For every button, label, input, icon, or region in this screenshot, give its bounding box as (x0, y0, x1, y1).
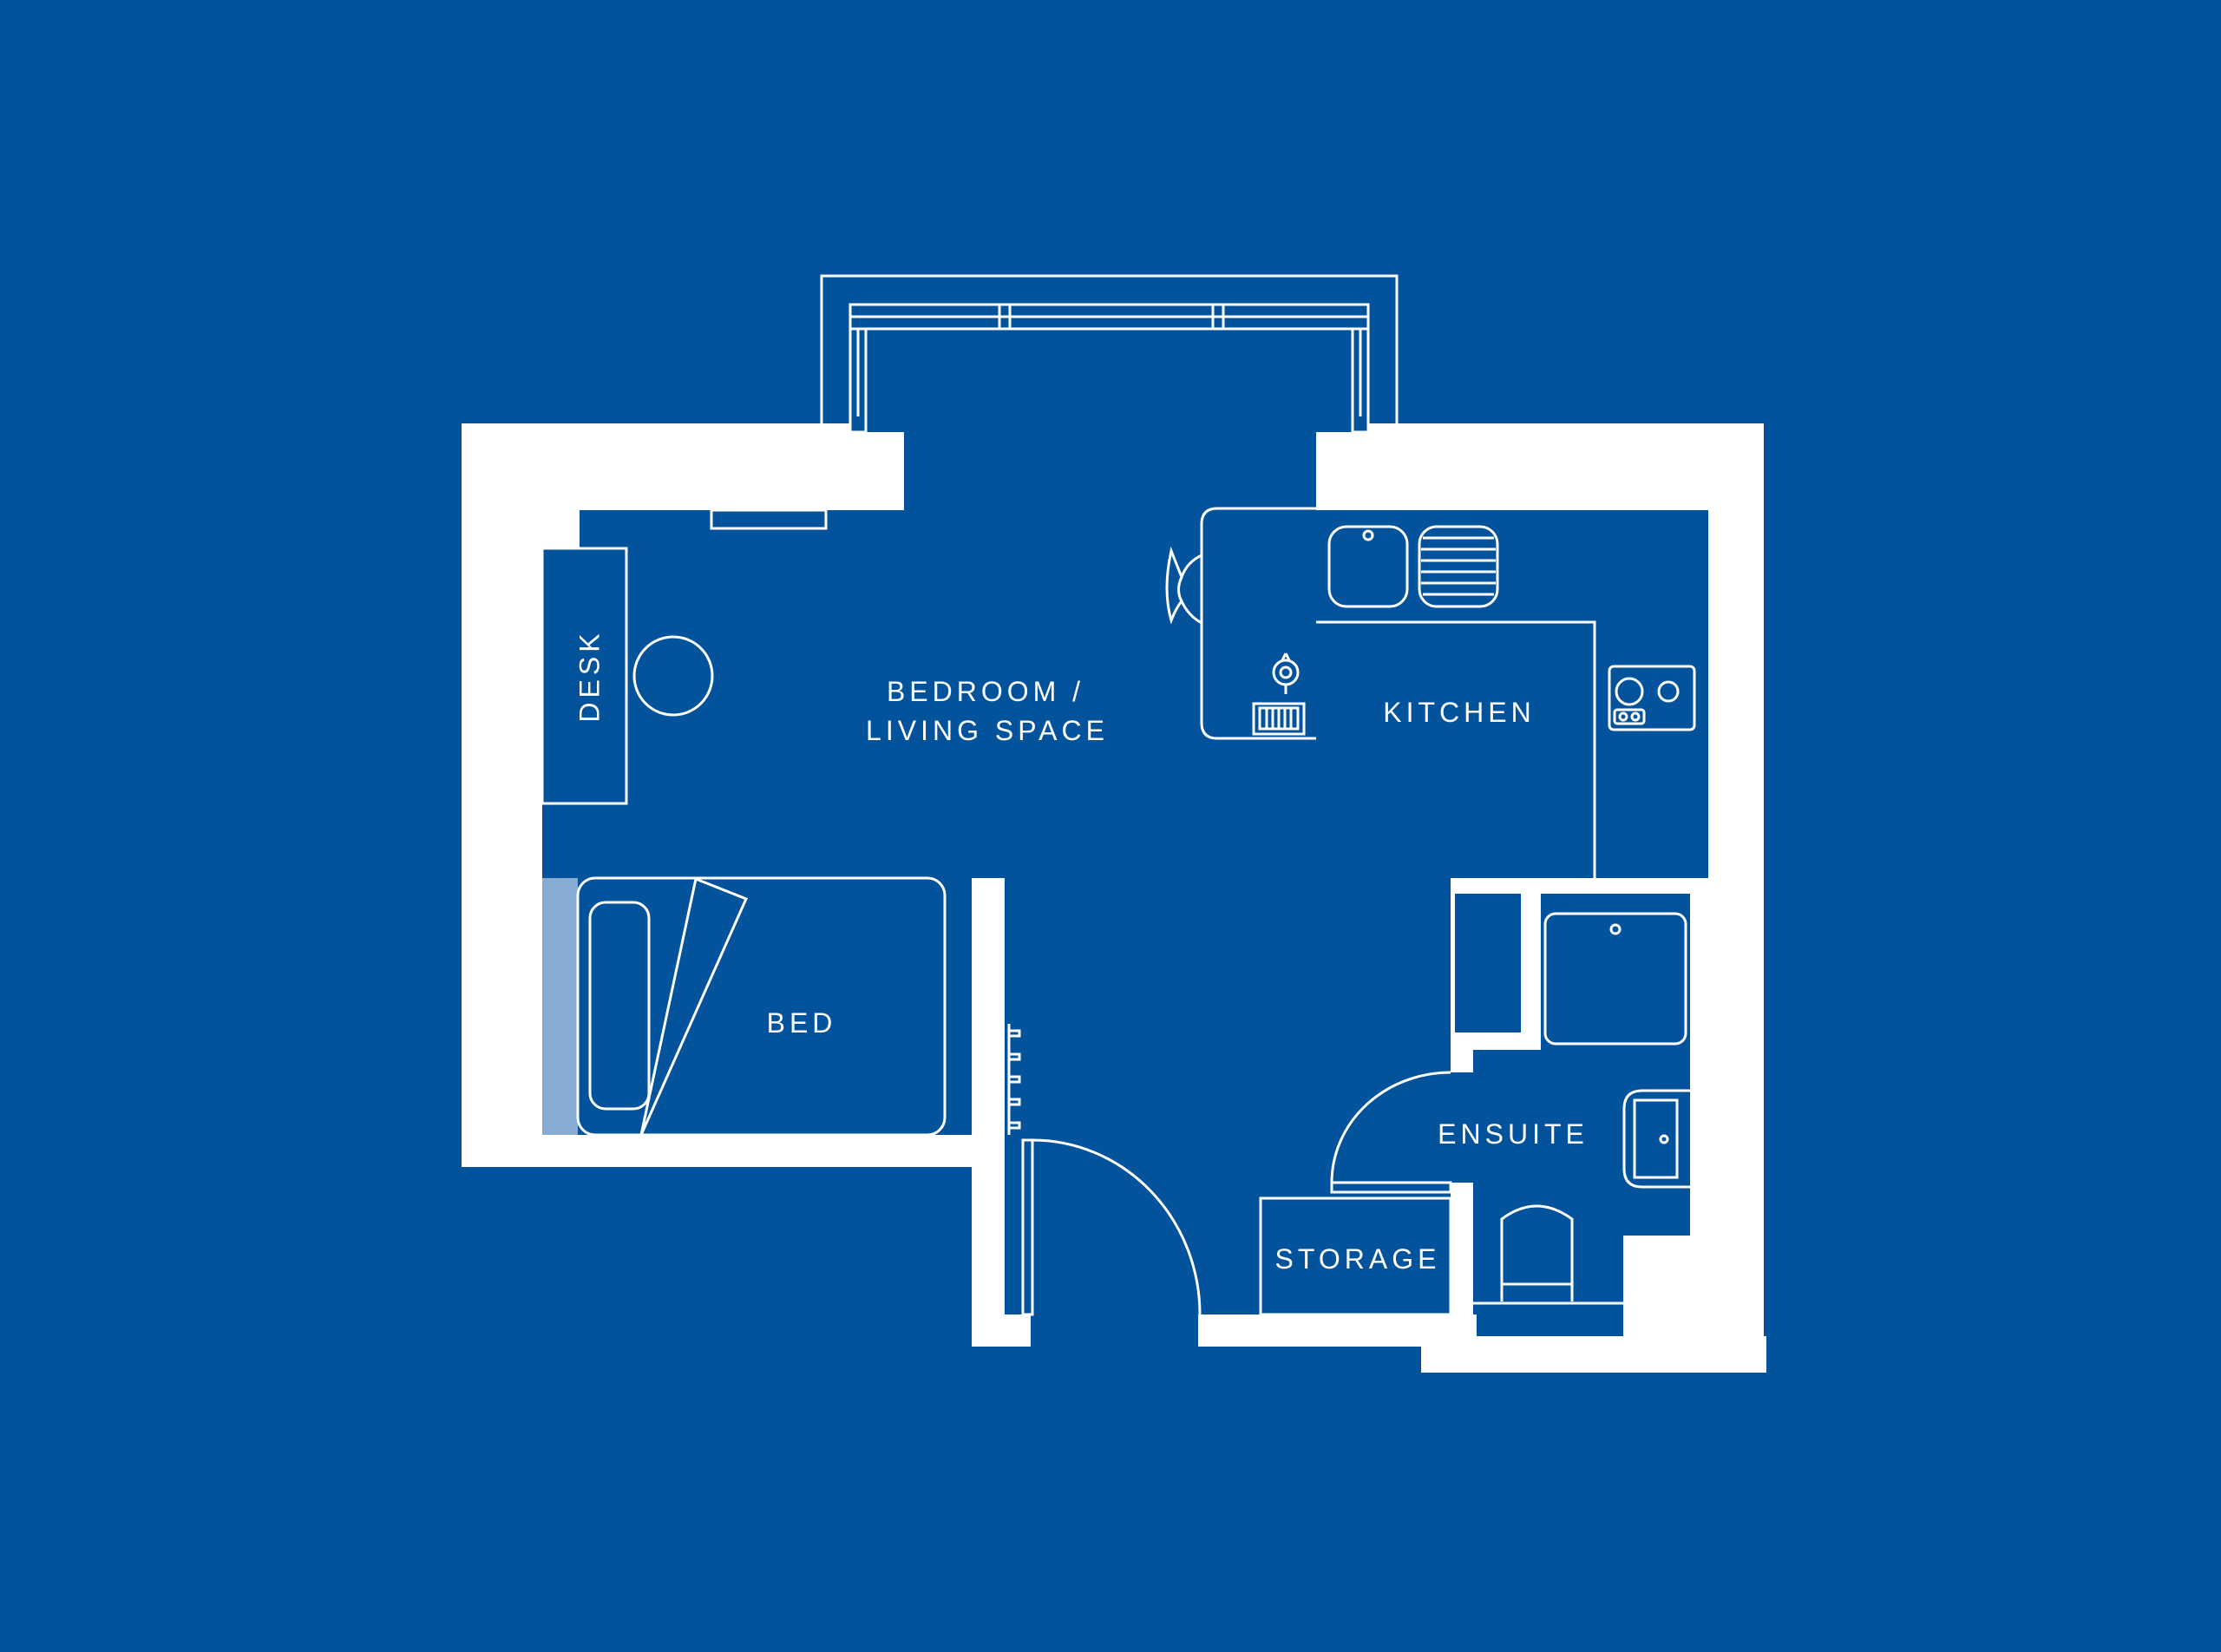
storage-cupboard (1259, 1196, 1452, 1316)
toilet-icon (1473, 1204, 1623, 1305)
desk-label: DESK (573, 629, 605, 722)
kitchen-counter (1316, 525, 1696, 878)
pillow-icon (588, 901, 651, 1111)
ensuite-label: ENSUITE (1438, 1118, 1589, 1150)
window-sill (710, 508, 828, 530)
radiator-icon (1252, 702, 1306, 736)
kitchen-label: KITCHEN (1383, 697, 1535, 728)
headboard (542, 878, 578, 1135)
bed-label: BED (767, 1007, 837, 1039)
coat-hooks (1007, 1024, 1021, 1135)
drainer-icon (1418, 525, 1499, 608)
storage-label: STORAGE (1275, 1243, 1441, 1275)
ensuite (1330, 894, 1690, 1305)
bay-window (820, 274, 1399, 434)
shower-tray-icon (1543, 912, 1687, 1046)
bedroom-label-line2: LIVING SPACE (866, 715, 1109, 746)
stool-icon (632, 635, 714, 717)
entry-door[interactable] (1021, 1138, 1202, 1316)
riser (1455, 894, 1521, 1032)
bedroom-label-line1: BEDROOM / (887, 676, 1084, 707)
desk: DESK (541, 547, 714, 805)
ensuite-door[interactable] (1330, 1071, 1452, 1194)
bed (542, 876, 947, 1137)
basin-icon (1622, 1089, 1690, 1189)
sink-icon (1327, 525, 1409, 608)
chair-icon (1165, 546, 1202, 625)
kettle-icon (1272, 652, 1300, 694)
duvet-fold (639, 876, 749, 1136)
walls (462, 358, 1766, 1373)
dining-table (1165, 507, 1316, 740)
hob-icon (1608, 665, 1696, 731)
